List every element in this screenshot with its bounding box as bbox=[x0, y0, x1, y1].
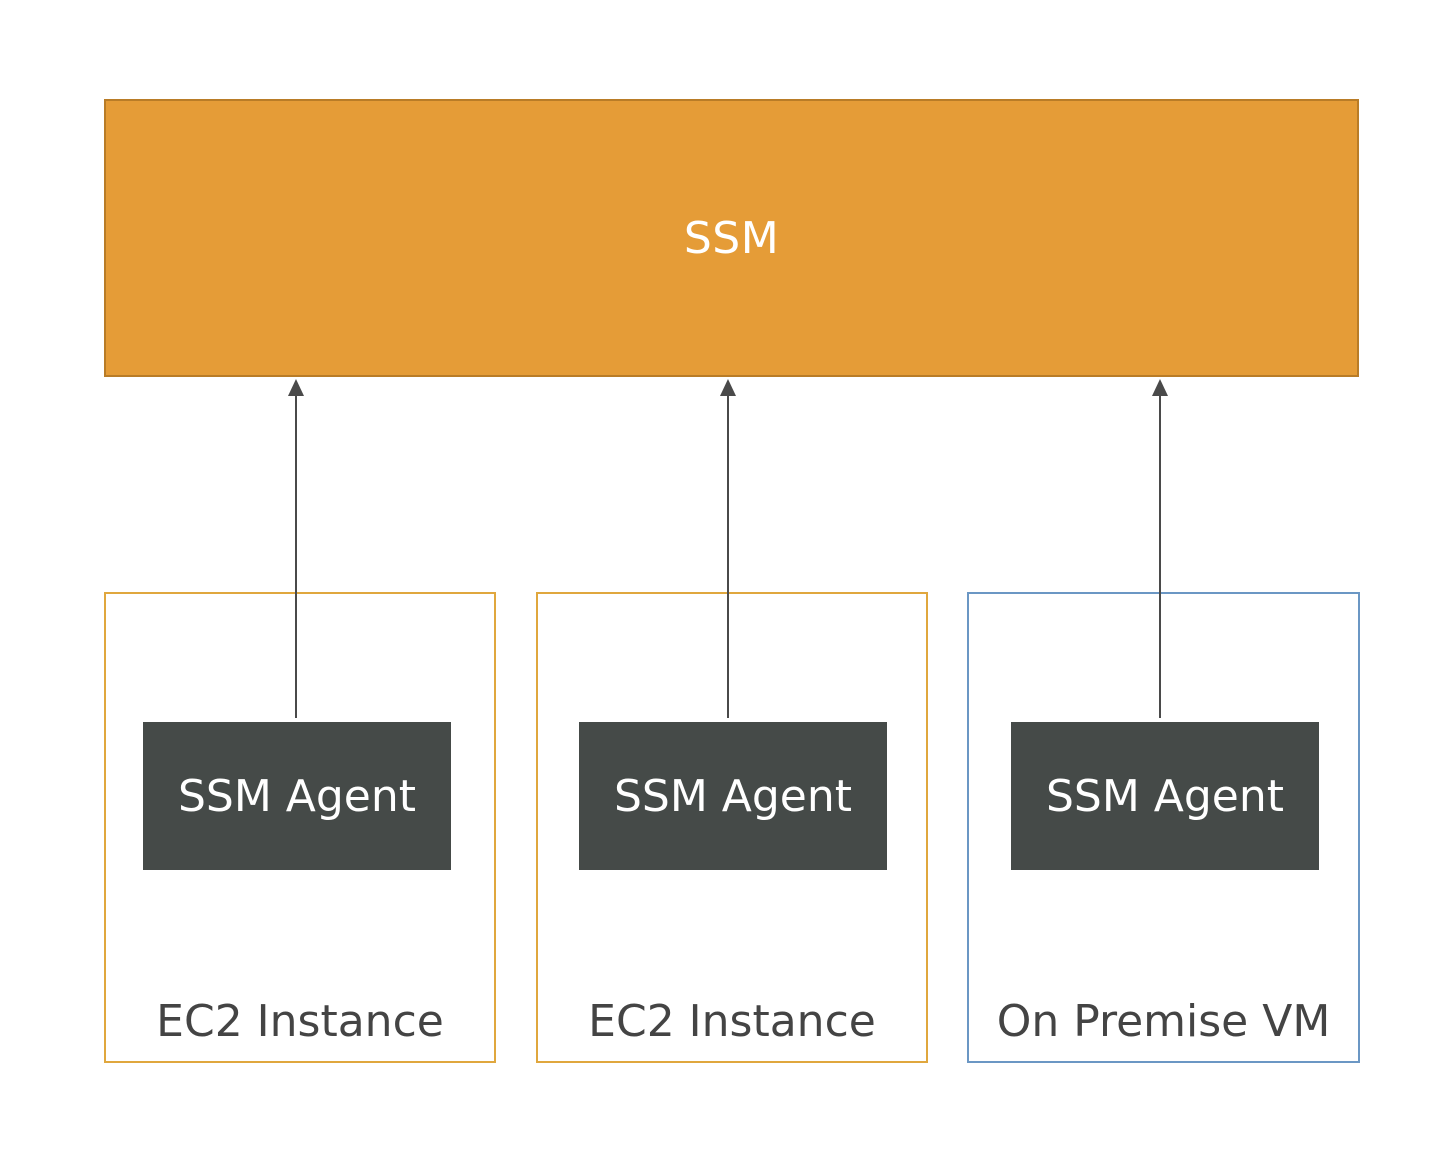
ssm-service-box: SSM bbox=[104, 99, 1359, 377]
arrowhead-2 bbox=[720, 379, 736, 396]
host-label-3: On Premise VM bbox=[996, 996, 1331, 1047]
ec2-instance-box-1: SSM Agent EC2 Instance bbox=[104, 592, 496, 1063]
ssm-agent-label-2: SSM Agent bbox=[613, 770, 853, 822]
ssm-agent-box-1: SSM Agent bbox=[143, 722, 451, 870]
ssm-agent-box-2: SSM Agent bbox=[579, 722, 887, 870]
ec2-instance-box-2: SSM Agent EC2 Instance bbox=[536, 592, 928, 1063]
arrowhead-3 bbox=[1152, 379, 1168, 396]
ssm-agent-box-3: SSM Agent bbox=[1011, 722, 1319, 870]
on-premise-vm-box: SSM Agent On Premise VM bbox=[967, 592, 1360, 1063]
host-label-1: EC2 Instance bbox=[156, 996, 444, 1047]
arrowhead-1 bbox=[288, 379, 304, 396]
ssm-service-label: SSM bbox=[683, 212, 780, 264]
ssm-agent-label-1: SSM Agent bbox=[177, 770, 417, 822]
host-label-2: EC2 Instance bbox=[588, 996, 876, 1047]
ssm-agent-label-3: SSM Agent bbox=[1045, 770, 1285, 822]
